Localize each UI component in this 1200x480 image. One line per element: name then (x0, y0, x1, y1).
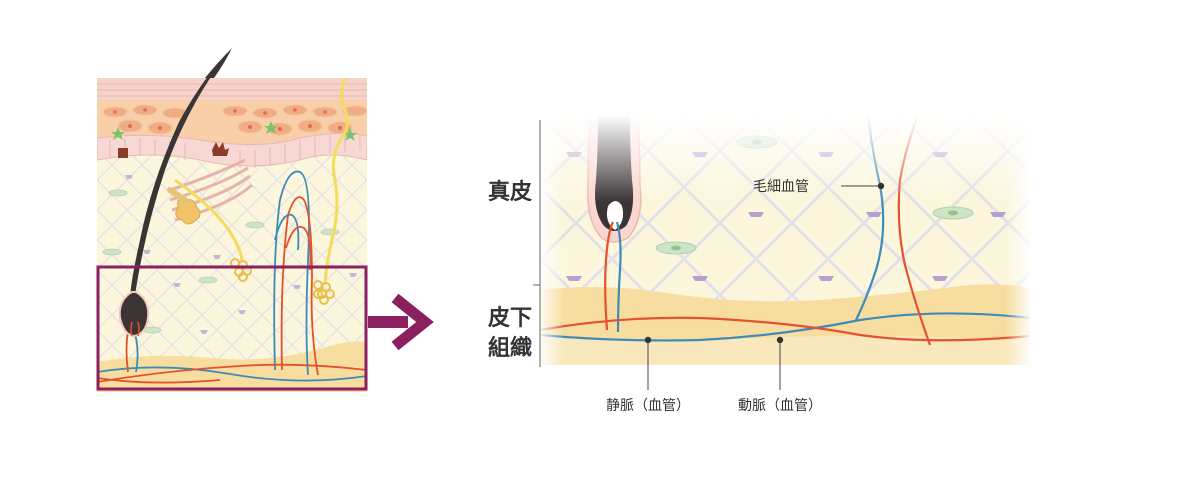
zoom-frame (96, 265, 368, 391)
mast-cells (120, 175, 357, 334)
zoom-arrow (368, 293, 434, 351)
layer-bracket (533, 120, 541, 367)
sweat-gland (174, 178, 252, 282)
subcutis-label-line1: 皮下 (488, 305, 532, 331)
enlarged-view (540, 115, 1030, 365)
capillary-label: 毛細血管 (753, 179, 809, 195)
sebaceous-gland (167, 187, 201, 225)
melanocyte (118, 148, 128, 158)
artery-label: 動脈（血管） (738, 398, 822, 414)
subcutis-label-line2: 組織 (488, 335, 532, 361)
melanocyte (212, 142, 229, 156)
vein-label: 静脈（血管） (606, 398, 690, 414)
fibroblasts (102, 189, 340, 334)
skin-cross-section (97, 78, 367, 392)
sweat-duct (313, 78, 350, 305)
vein-leader (644, 336, 652, 390)
hair-tip (205, 48, 232, 78)
stratum-corneum (97, 78, 367, 100)
langerhans-cells (111, 121, 357, 141)
capillary-leader (841, 182, 885, 190)
hair (118, 78, 211, 338)
artery-leader (776, 336, 784, 390)
dermis-label: 真皮 (488, 179, 532, 205)
